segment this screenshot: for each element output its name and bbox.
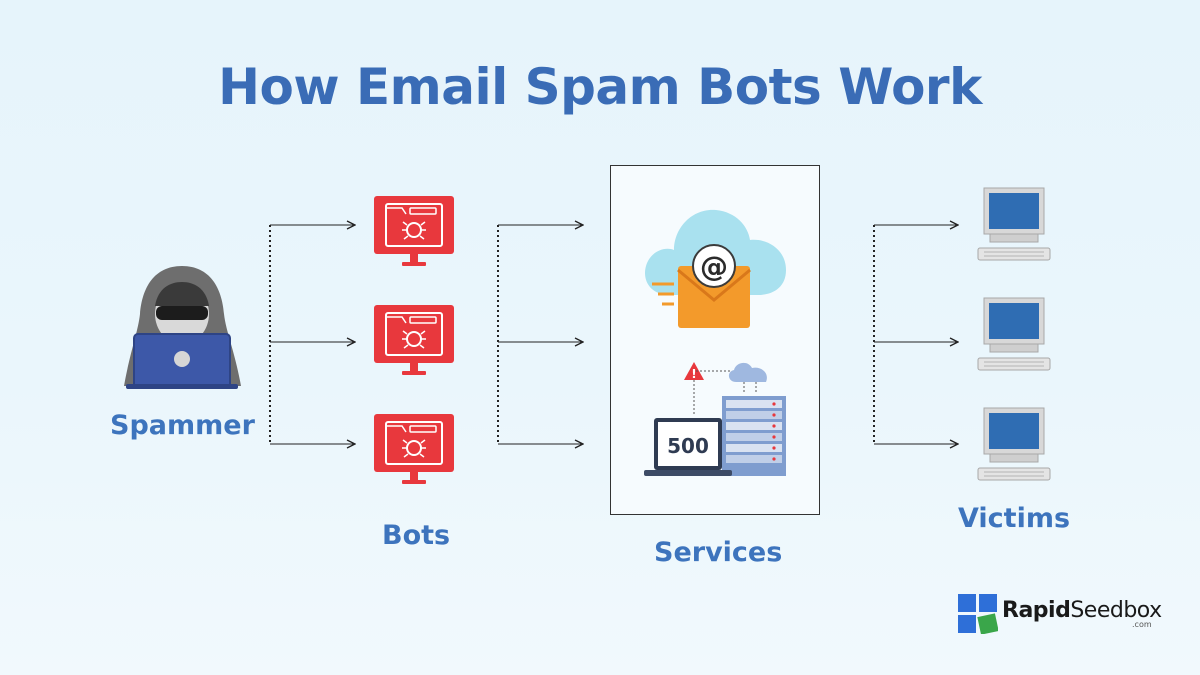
logo-suffix: .com [1132, 620, 1152, 629]
email-cloud-icon: @ [645, 209, 786, 328]
hacker-icon [124, 266, 241, 389]
rapidseedbox-logo-icon [958, 594, 998, 634]
label-services: Services [654, 537, 783, 568]
server-error-icon: ! 500 [644, 362, 786, 476]
desktop-computer-icon [977, 187, 1051, 261]
warning-glyph: ! [691, 367, 696, 381]
logo-regular: Seedbox [1070, 598, 1162, 623]
bot-monitor-icon [374, 196, 454, 266]
email-at-glyph: @ [700, 250, 728, 283]
error-code: 500 [667, 434, 709, 458]
label-bots: Bots [382, 520, 451, 551]
page-title: How Email Spam Bots Work [218, 58, 982, 116]
logo-bold: Rapid [1002, 598, 1071, 623]
label-victims: Victims [958, 503, 1071, 534]
desktop-computer-icon [977, 407, 1051, 481]
bot-monitor-icon [374, 414, 454, 484]
bot-monitor-icon [374, 305, 454, 375]
label-spammer: Spammer [110, 410, 255, 441]
logo-wordmark: RapidSeedbox [1002, 598, 1162, 623]
desktop-computer-icon [977, 297, 1051, 371]
